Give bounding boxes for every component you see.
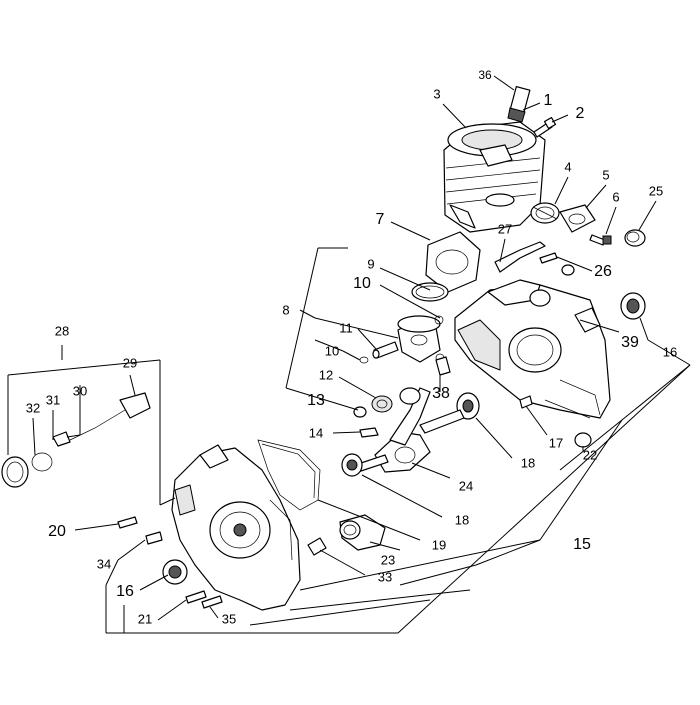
screw-35-part (201, 595, 223, 609)
callout-8: 8 (282, 302, 289, 317)
callout-15: 15 (573, 536, 591, 553)
thrust-washer-part (353, 406, 367, 418)
callout-35: 35 (222, 611, 236, 626)
clamp-part (52, 431, 71, 447)
callout-labels: 36 1 2 3 4 5 6 25 7 27 26 9 10 8 11 10 1… (26, 68, 677, 626)
bracket-part (494, 241, 546, 273)
callout-16-right: 16 (663, 344, 677, 359)
plug-22-part (574, 432, 592, 448)
callout-6: 6 (612, 189, 619, 204)
callout-18-upper: 18 (521, 455, 535, 470)
callout-29: 29 (123, 355, 137, 370)
callout-30: 30 (73, 383, 87, 398)
cylinder-part (443, 121, 546, 233)
callout-17: 17 (549, 435, 563, 450)
cylinder-screw-part (533, 116, 557, 138)
callout-27: 27 (498, 221, 512, 236)
bolt-38-part (435, 356, 451, 376)
intake-gasket-part (559, 204, 596, 233)
intake-flange-part (530, 202, 560, 224)
callout-11: 11 (339, 320, 353, 335)
callout-33: 33 (378, 569, 392, 584)
callout-2: 2 (576, 105, 585, 122)
callout-38: 38 (432, 385, 450, 402)
piston-ring-part (411, 282, 449, 302)
crankshaft-part (354, 387, 465, 473)
screw-20-part (117, 516, 138, 529)
callout-25: 25 (649, 183, 663, 198)
bearing-16-left-part (162, 559, 188, 585)
callout-9: 9 (367, 256, 374, 271)
callout-34: 34 (97, 556, 111, 571)
callout-24: 24 (459, 478, 473, 493)
cylinder-gasket-part (425, 231, 481, 293)
leader-lines (7, 75, 691, 634)
callout-5: 5 (602, 167, 609, 182)
callout-20: 20 (48, 523, 66, 540)
callout-3: 3 (433, 86, 440, 101)
callout-18-lower: 18 (455, 512, 469, 527)
needle-bearing-part (371, 395, 393, 413)
plug-25-part (624, 229, 646, 247)
circlip-part (359, 356, 369, 364)
callout-16-left: 16 (116, 583, 134, 600)
callout-12: 12 (319, 367, 333, 382)
fitting-33-part (307, 537, 327, 556)
callout-10-upper: 10 (353, 275, 371, 292)
dowel-pin-part (519, 395, 533, 409)
oil-pump-cover-part (1, 456, 29, 488)
callout-19: 19 (432, 537, 446, 552)
callout-36: 36 (478, 68, 492, 82)
callout-39: 39 (621, 334, 639, 351)
callout-23: 23 (381, 552, 395, 567)
crankcase-left-part (171, 444, 301, 611)
callout-28: 28 (55, 323, 69, 338)
callout-26: 26 (594, 263, 612, 280)
sleeve-part (561, 264, 575, 276)
screw-6-part (589, 234, 612, 246)
callout-14: 14 (309, 425, 323, 440)
crankcase-right-part (454, 279, 611, 419)
callout-10-lower: 10 (325, 343, 339, 358)
callout-32: 32 (26, 400, 40, 415)
callout-1: 1 (544, 92, 553, 109)
callout-13: 13 (307, 392, 325, 409)
callout-7: 7 (376, 211, 385, 228)
callout-22: 22 (583, 447, 597, 462)
crank-bearing-right-part (456, 392, 480, 420)
o-ring-part (31, 452, 53, 472)
crank-bearing-left-part (341, 453, 363, 477)
piston-pin-part (372, 341, 399, 359)
decompression-valve-part (507, 85, 531, 123)
intake-manifold-part (339, 514, 386, 551)
callout-21: 21 (138, 611, 152, 626)
callout-4: 4 (564, 159, 571, 174)
piston-part (397, 315, 441, 363)
woodruff-key-part (359, 427, 379, 438)
screw-21-part (185, 590, 207, 604)
oil-pickup-part (69, 392, 151, 441)
bearing-39-part (620, 292, 646, 320)
crankcase-gasket-part (257, 439, 321, 511)
spacer-34-part (145, 531, 163, 545)
screw-26-part (539, 252, 558, 264)
callout-31: 31 (46, 392, 60, 407)
